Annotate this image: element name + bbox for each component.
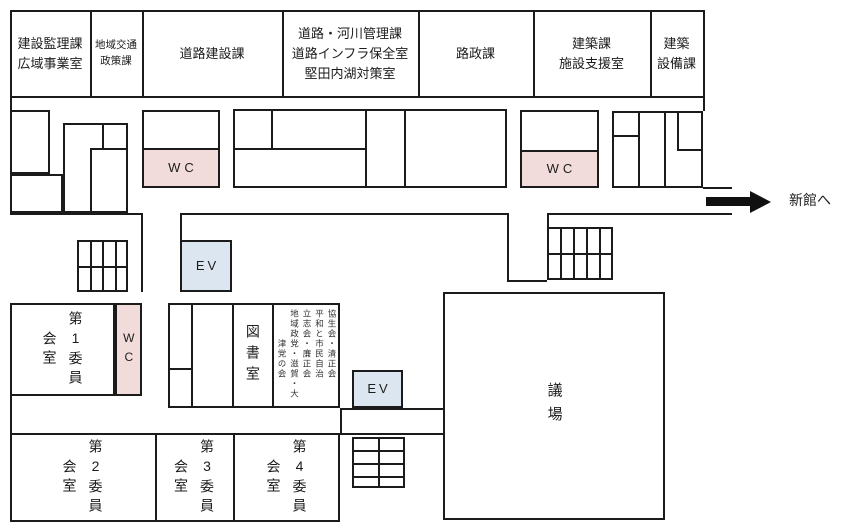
- stair-landing: [77, 266, 128, 268]
- wall: [340, 408, 342, 435]
- assembly-hall-label: 議場: [545, 382, 563, 430]
- wall: [677, 111, 679, 149]
- wall: [547, 213, 549, 227]
- corridor-wall: [10, 213, 141, 215]
- top-band-outline: [10, 10, 705, 98]
- wall: [90, 148, 92, 213]
- room-doro-kasen: 道路・河川管理課 道路インフラ保全室 堅田内湖対策室: [291, 25, 409, 82]
- exit-arrow-head: [750, 191, 771, 213]
- stair-landing: [547, 253, 613, 255]
- wall: [703, 98, 705, 111]
- elevator-label: EV: [367, 380, 391, 396]
- wall: [168, 368, 191, 370]
- wall: [282, 10, 284, 98]
- committee-room-4-label: 第4委員会室: [265, 438, 308, 517]
- wall: [102, 123, 104, 148]
- wall: [507, 213, 509, 280]
- wall: [272, 303, 274, 408]
- wall: [507, 280, 547, 282]
- wc-label: WC: [546, 160, 577, 176]
- wall: [233, 148, 365, 150]
- wall: [232, 303, 234, 408]
- stair-step: [352, 463, 405, 465]
- faction-name: 協生会・清正会: [327, 309, 337, 379]
- wc-block-outline: [115, 303, 142, 396]
- room-doro-kensetsu: 道路建設課: [179, 45, 245, 61]
- stair-step: [378, 437, 380, 488]
- wc-room-fill: [520, 150, 599, 188]
- corridor-wall: [547, 213, 732, 215]
- wall: [677, 149, 703, 151]
- utility-room: [63, 123, 128, 213]
- library-room-label: 図書室: [244, 324, 261, 387]
- committee-room-2-label: 第2委員会室: [61, 438, 104, 517]
- wall: [520, 150, 599, 152]
- elevator: [352, 370, 403, 408]
- wall: [10, 98, 12, 110]
- corridor-wall: [180, 213, 507, 215]
- wall: [638, 111, 640, 188]
- faction-name: 津党の会: [277, 339, 287, 379]
- wall: [533, 10, 535, 98]
- exit-arrow-shaft: [706, 197, 750, 206]
- library-block-outline: [168, 303, 340, 408]
- exit-arrow-label: 新館へ: [789, 192, 831, 209]
- elevator: [180, 240, 232, 292]
- faction-name: 地域政党・滋賀・大: [289, 309, 300, 399]
- committee-room-1-label: 第1委員会室: [41, 310, 84, 389]
- corridor-wall: [340, 433, 445, 435]
- room-rosei: 路政課: [455, 45, 495, 61]
- assembly-hall: [443, 292, 665, 520]
- wc-room-fill: [115, 303, 142, 396]
- wall: [365, 109, 367, 188]
- wall: [191, 303, 193, 408]
- wc-room-fill: [142, 148, 220, 188]
- wall: [664, 111, 666, 188]
- faction-name: 立志会・廉正会: [302, 309, 312, 379]
- wall: [271, 109, 273, 148]
- wall: [142, 148, 220, 150]
- wall: [180, 213, 182, 240]
- wall: [612, 135, 638, 137]
- faction-room: 協生会・清正会 平和と市民自治 立志会・廉正会 地域政党・滋賀・大 津党の会: [274, 305, 341, 410]
- wall: [404, 109, 406, 188]
- room-kenchiku-shisetsu: 建築課 施設支援室: [558, 35, 624, 71]
- room-chiiki-kotsu: 地域交通 政策課: [95, 39, 137, 67]
- wc-label: WC: [121, 330, 136, 369]
- wc-label: WC: [168, 159, 198, 175]
- wall: [418, 10, 420, 98]
- committee-room-3-label: 第3委員会室: [173, 438, 215, 517]
- stair-step: [352, 450, 405, 452]
- wc-block-outline: [520, 110, 599, 188]
- wall: [650, 10, 652, 98]
- elevator-label: EV: [195, 257, 220, 273]
- wall: [155, 433, 157, 522]
- wall: [90, 10, 92, 98]
- utility-room: [10, 110, 50, 174]
- wall: [141, 213, 143, 292]
- wall: [10, 396, 12, 433]
- wall: [142, 10, 144, 98]
- stair-step: [352, 476, 405, 478]
- exit-opening-wall: [703, 187, 732, 189]
- wall: [233, 433, 235, 522]
- committee-band-outline: [10, 433, 340, 522]
- room-kensetsu-kanri: 建設監理課 広域事業室: [17, 35, 83, 71]
- faction-name: 平和と市民自治: [314, 309, 325, 379]
- room-kenchiku-setsubi: 建築 設備課: [656, 35, 696, 71]
- committee-room-1: [10, 303, 115, 396]
- utility-room: [10, 174, 63, 213]
- corridor-wall: [340, 408, 445, 410]
- wall: [90, 148, 128, 150]
